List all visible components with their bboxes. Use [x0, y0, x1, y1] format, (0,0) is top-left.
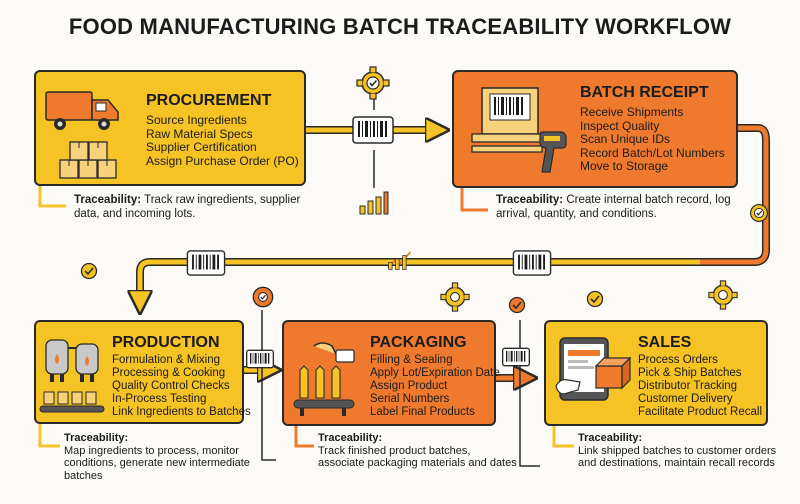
list-item: Apply Lot/Expiration Date: [370, 367, 500, 379]
list-item: Assign Purchase Order (PO): [146, 153, 299, 168]
gear-icon: [440, 282, 470, 312]
gear-icon: [708, 280, 738, 310]
list-item: Process Orders: [638, 354, 718, 366]
list-item: Pick & Ship Batches: [638, 367, 742, 379]
traceability-text: Track finished product batches, associat…: [318, 444, 517, 470]
stage-items: Source Ingredients Raw Material Specs Su…: [146, 113, 299, 168]
traceability-label: Traceability:: [64, 432, 129, 444]
traceability-note-sales: Traceability: Link shipped batches to cu…: [578, 432, 788, 470]
stage-title: BATCH RECEIPT: [580, 84, 709, 101]
scanner-icon: [539, 131, 567, 173]
list-item: Distributor Tracking: [638, 380, 738, 392]
stage-title: PROCUREMENT: [146, 92, 272, 109]
traceability-text: Link shipped batches to customer orders …: [578, 444, 777, 470]
list-item: Customer Delivery: [638, 393, 733, 405]
list-item: Source Ingredients: [146, 113, 247, 127]
gear-icon: [252, 286, 274, 308]
tanks-icon: [45, 339, 99, 382]
stage-title: PRODUCTION: [112, 334, 220, 351]
stage-items: Formulation & Mixing Processing & Cookin…: [82, 354, 251, 419]
stage-title: PACKAGING: [370, 334, 467, 351]
list-item: Receive Shipments: [580, 105, 684, 119]
conveyor-bottles-icon: [293, 342, 355, 416]
gear-icon: [356, 66, 390, 100]
list-item: Inspect Quality: [580, 118, 660, 133]
stage-items: Receive Shipments Inspect Quality Scan U…: [580, 105, 725, 174]
stage-batch-receipt[interactable]: BATCH RECEIPT Receive Shipments Inspect …: [452, 70, 738, 188]
list-item: Filling & Sealing: [370, 354, 453, 366]
stage-production[interactable]: PRODUCTION Formulation & Mixing Processi…: [34, 320, 251, 424]
list-item: Facilitate Product Recall: [638, 406, 762, 418]
stage-items: Filling & Sealing Apply Lot/Expiration D…: [370, 354, 500, 419]
stage-sales[interactable]: SALES Process Orders Pick & Ship Batches…: [544, 320, 768, 426]
barcode-icon: [502, 347, 530, 367]
list-item: Link Ingredients to Batches: [112, 406, 251, 418]
list-item: Formulation & Mixing: [112, 354, 221, 366]
leader-procurement: [38, 184, 66, 208]
barcode-icon: [352, 116, 394, 144]
list-item: Record Batch/Lot Numbers: [580, 145, 725, 160]
traceability-note-packaging: Traceability: Track finished product bat…: [318, 432, 518, 470]
checkmark-icon: [80, 262, 98, 280]
traceability-note-production: Traceability: Map ingredients to process…: [64, 432, 264, 482]
conveyor-bottles-icon: [39, 391, 105, 413]
list-item: Supplier Certification: [146, 140, 257, 155]
boxes-icon: [59, 141, 117, 179]
truck-icon: [45, 91, 119, 130]
traceability-text: Map ingredients to process, monitor cond…: [64, 444, 250, 482]
stage-procurement[interactable]: PROCUREMENT Source Ingredients Raw Mater…: [34, 70, 306, 186]
traceability-text: Track raw ingredients, supplier data, an…: [74, 194, 301, 220]
list-item: In-Process Testing: [112, 393, 207, 405]
stage-title: SALES: [638, 334, 692, 351]
stage-packaging[interactable]: PACKAGING Filling & Sealing Apply Lot/Ex…: [282, 320, 500, 426]
list-item: Quality Control Checks: [112, 380, 230, 392]
tablet-icon: [555, 337, 632, 401]
traceability-label: Traceability:: [496, 194, 564, 206]
list-item: Move to Storage: [580, 159, 669, 174]
list-item: Serial Numbers: [370, 393, 450, 405]
bar-chart-icon: [359, 191, 389, 215]
bar-chart-icon: [387, 251, 412, 270]
list-item: Assign Product: [370, 380, 448, 392]
traceability-note-batch-receipt: Traceability: Create internal batch reco…: [496, 194, 736, 221]
traceability-label: Traceability:: [578, 432, 643, 444]
checkmark-icon: [508, 296, 526, 314]
list-item: Label Final Products: [370, 406, 475, 418]
barcode-icon: [471, 87, 543, 153]
traceability-label: Traceability:: [74, 194, 142, 206]
list-item: Processing & Cooking: [112, 367, 226, 379]
list-item: Scan Unique IDs: [580, 132, 671, 147]
stage-items: Process Orders Pick & Ship Batches Distr…: [638, 354, 762, 419]
list-item: Raw Material Specs: [146, 126, 253, 141]
checkmark-icon: [586, 290, 604, 308]
barcode-icon: [246, 349, 274, 369]
traceability-note-procurement: Traceability: Track raw ingredients, sup…: [74, 194, 314, 221]
barcode-icon: [186, 250, 226, 276]
barcode-icon: [512, 250, 552, 276]
page-title: FOOD MANUFACTURING BATCH TRACEABILITY WO…: [68, 14, 732, 39]
traceability-label: Traceability:: [318, 432, 383, 444]
gear-icon: [750, 204, 768, 222]
traceability-text: Create internal batch record, log arriva…: [496, 194, 731, 220]
